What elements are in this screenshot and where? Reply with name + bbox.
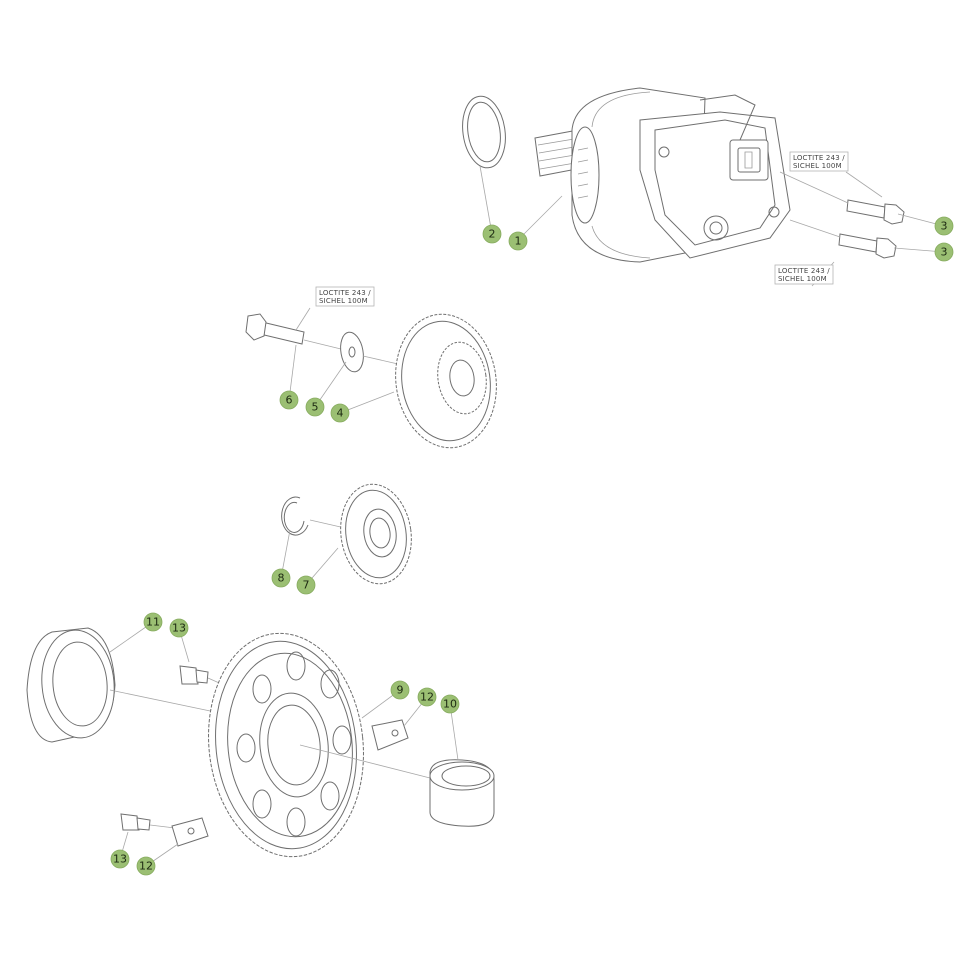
- callout-3-lower: 3: [934, 242, 954, 262]
- idler-bolt: [245, 313, 346, 351]
- svg-text:9: 9: [397, 684, 404, 697]
- callout-13-upper: 13: [169, 618, 189, 638]
- svg-text:13: 13: [172, 622, 186, 635]
- callout-12-lower: 12: [136, 856, 156, 876]
- note-line-2: SICHEL 100M: [319, 297, 368, 305]
- callout-12-upper: 12: [417, 687, 437, 707]
- clutch-plate-upper: [371, 719, 409, 751]
- svg-text:1: 1: [515, 235, 522, 248]
- clutch-sleeve: [429, 759, 495, 827]
- svg-text:3: 3: [941, 220, 948, 233]
- svg-text:11: 11: [146, 616, 160, 629]
- svg-text:6: 6: [286, 394, 293, 407]
- svg-text:12: 12: [420, 691, 434, 704]
- svg-text:13: 13: [113, 853, 127, 866]
- svg-text:3: 3: [941, 246, 948, 259]
- starter-bolt-lower: [789, 219, 897, 259]
- loctite-note-2: LOCTITE 243 / SICHEL 100M: [774, 264, 834, 285]
- svg-text:8: 8: [278, 572, 285, 585]
- note-line-1: LOCTITE 243 /: [778, 267, 830, 275]
- svg-text:2: 2: [489, 228, 496, 241]
- note-line-1: LOCTITE 243 /: [319, 289, 371, 297]
- starter-motor: [534, 87, 791, 263]
- note-line-2: SICHEL 100M: [793, 162, 842, 170]
- note-line-1: LOCTITE 243 /: [793, 154, 845, 162]
- callout-3-upper: 3: [934, 216, 954, 236]
- callout-5: 5: [305, 397, 325, 417]
- svg-text:5: 5: [312, 401, 319, 414]
- o-ring: [462, 95, 506, 169]
- callout-2: 2: [482, 224, 502, 244]
- intermediate-gear: [340, 483, 412, 585]
- callout-7: 7: [296, 575, 316, 595]
- loctite-note-1: LOCTITE 243 / SICHEL 100M: [789, 151, 849, 172]
- clutch-screw-lower: [120, 813, 176, 831]
- callout-9: 9: [390, 680, 410, 700]
- loctite-note-3: LOCTITE 243 / SICHEL 100M: [315, 286, 375, 307]
- callout-6: 6: [279, 390, 299, 410]
- callout-4: 4: [330, 403, 350, 423]
- svg-text:12: 12: [139, 860, 153, 873]
- idler-gear: [395, 313, 497, 449]
- callout-1: 1: [508, 231, 528, 251]
- clutch-plate-lower: [171, 817, 209, 847]
- callout-13-lower: 13: [110, 849, 130, 869]
- starter-clutch-gear: [208, 632, 431, 858]
- svg-text:7: 7: [303, 579, 310, 592]
- circlip: [281, 496, 346, 536]
- washer: [340, 331, 399, 373]
- svg-text:4: 4: [337, 407, 344, 420]
- starter-bolt-upper: [779, 171, 905, 225]
- note-line-2: SICHEL 100M: [778, 275, 827, 283]
- callout-8: 8: [271, 568, 291, 588]
- bearing-ring: [26, 627, 216, 743]
- callout-10: 10: [440, 694, 460, 714]
- callout-11: 11: [143, 612, 163, 632]
- svg-text:10: 10: [443, 698, 457, 711]
